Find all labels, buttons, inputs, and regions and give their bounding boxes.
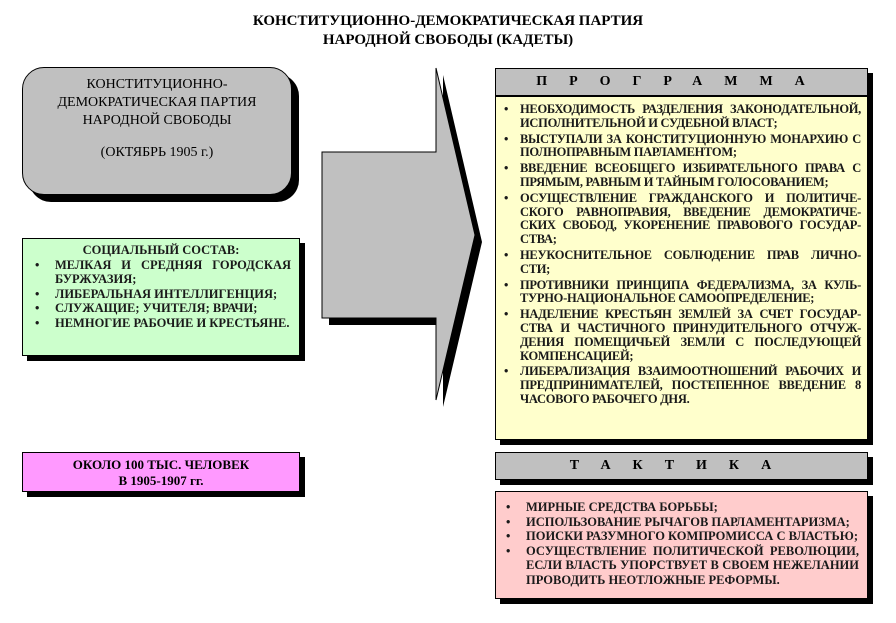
list-item: ЛИБЕРАЛИЗАЦИЯ ВЗАИМООТНОШЕНИЙ РАБОЧИХ И … (500, 364, 861, 406)
list-item: ВЫСТУПАЛИ ЗА КОНСТИТУЦИОННУЮ МОНАРХИЮ С … (500, 132, 861, 161)
social-composition-box: СОЦИАЛЬНЫЙ СОСТАВ: МЕЛКАЯ И СРЕДНЯЯ ГОРО… (22, 238, 300, 356)
list-item: ЛИБЕРАЛЬНАЯ ИНТЕЛЛИГЕНЦИЯ; (31, 287, 291, 302)
list-item: ПРОТИВНИКИ ПРИНЦИПА ФЕДЕРАЛИЗМА, ЗА КУЛЬ… (500, 278, 861, 307)
list-item: ПОИСКИ РАЗУМНОГО КОМПРОМИССА С ВЛАСТЬЮ; (502, 529, 859, 544)
list-item: ВВЕДЕНИЕ ВСЕОБЩЕГО ИЗБИРАТЕЛЬНОГО ПРАВА … (500, 161, 861, 190)
tactics-box: МИРНЫЕ СРЕДСТВА БОРЬБЫ; ИСПОЛЬЗОВАНИЕ РЫ… (495, 491, 868, 599)
list-item: ОСУЩЕСТВЛЕНИЕ ПОЛИТИЧЕСКОЙ РЕВОЛЮЦИИ, ЕС… (502, 544, 859, 588)
list-item: СЛУЖАЩИЕ; УЧИТЕЛЯ; ВРАЧИ; (31, 301, 291, 316)
list-item: НЕУКОСНИТЕЛЬНОЕ СОБЛЮДЕНИЕ ПРАВ ЛИЧНО-СТ… (500, 248, 861, 277)
list-item: МИРНЫЕ СРЕДСТВА БОРЬБЫ; (502, 500, 859, 515)
page-title: КОНСТИТУЦИОННО-ДЕМОКРАТИЧЕСКАЯ ПАРТИЯ НА… (252, 13, 644, 48)
tactics-heading: ТАКТИКА (495, 452, 868, 480)
list-item: МЕЛКАЯ И СРЕДНЯЯ ГОРОДСКАЯ БУРЖУАЗИЯ; (31, 258, 291, 287)
party-name: КОНСТИТУЦИОННО-ДЕМОКРАТИЧЕСКАЯ ПАРТИЯ НА… (57, 77, 257, 128)
list-item: ИСПОЛЬЗОВАНИЕ РЫЧАГОВ ПАРЛАМЕНТАРИЗМА; (502, 515, 859, 530)
program-heading: ПРОГРАММА (495, 68, 868, 96)
membership-box: ОКОЛО 100 ТЫС. ЧЕЛОВЕК В 1905-1907 гг. (22, 452, 300, 492)
party-date: (ОКТЯБРЬ 1905 г.) (100, 145, 214, 160)
list-item: НЕМНОГИЕ РАБОЧИЕ И КРЕСТЬЯНЕ. (31, 316, 291, 331)
party-box: КОНСТИТУЦИОННО-ДЕМОКРАТИЧЕСКАЯ ПАРТИЯ НА… (22, 67, 292, 195)
program-box: НЕОБХОДИМОСТЬ РАЗДЕЛЕНИЯ ЗАКОНОДАТЕЛЬНОЙ… (495, 96, 868, 440)
list-item: НЕОБХОДИМОСТЬ РАЗДЕЛЕНИЯ ЗАКОНОДАТЕЛЬНОЙ… (500, 102, 861, 131)
list-item: ОСУЩЕСТВЛЕНИЕ ГРАЖДАНСКОГО И ПОЛИТИЧЕ-СК… (500, 191, 861, 247)
social-heading: СОЦИАЛЬНЫЙ СОСТАВ: (82, 243, 240, 257)
list-item: НАДЕЛЕНИЕ КРЕСТЬЯН ЗЕМЛЕЙ ЗА СЧЕТ ГОСУДА… (500, 307, 861, 363)
